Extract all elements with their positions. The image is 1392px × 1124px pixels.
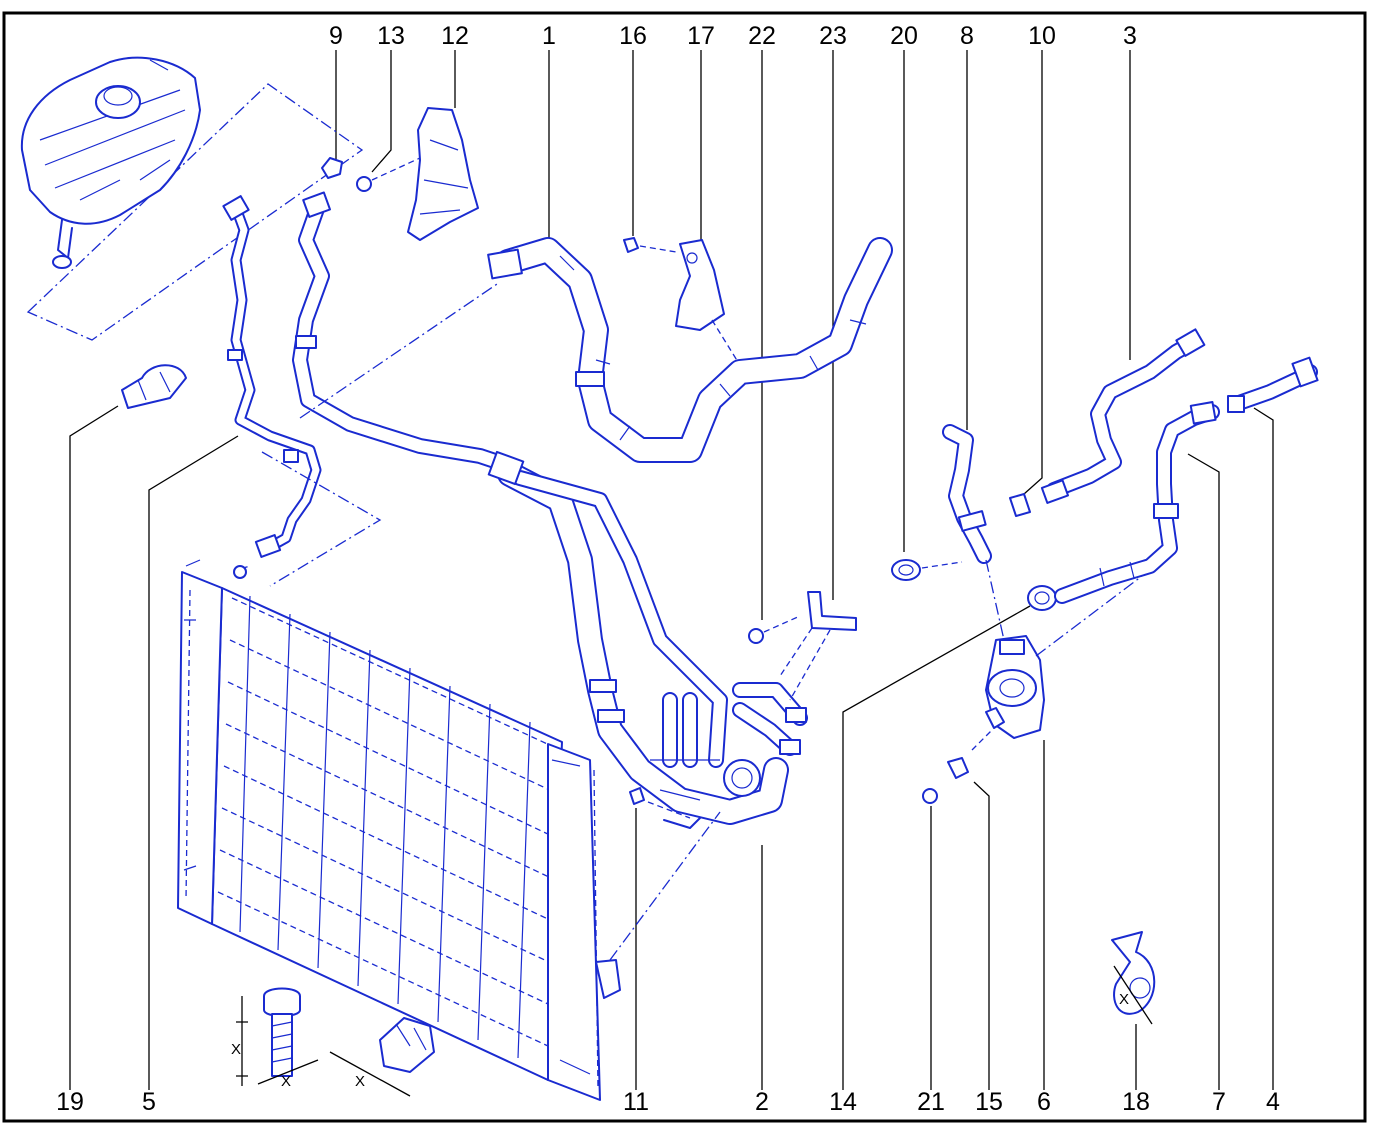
- clamp-x-mark: X: [1119, 991, 1129, 1008]
- hose-7: [1054, 401, 1220, 604]
- callout-21: 21: [917, 1088, 945, 1116]
- clip-9: [321, 157, 343, 179]
- leader-15: [973, 781, 990, 1090]
- bolt-21: [922, 788, 938, 804]
- bracket-23: [779, 591, 857, 701]
- callout-15: 15: [975, 1088, 1003, 1116]
- callout-12: 12: [441, 22, 469, 50]
- callout-8: 8: [960, 22, 974, 50]
- leader-10: [1023, 50, 1043, 495]
- clip-16: [623, 237, 677, 253]
- diagram-frame: [2, 11, 1367, 1123]
- bottom-callouts: 19 5 11 2 14 21 15 6 18 7 4: [56, 1088, 1280, 1116]
- callout-6: 6: [1037, 1088, 1051, 1116]
- leader-4: [1253, 407, 1274, 1090]
- connector-4: [1227, 356, 1319, 413]
- bracket-17: [675, 239, 739, 363]
- leader-5: [148, 435, 239, 1090]
- pump-6: [971, 569, 1151, 751]
- bolt-dimension-detail: X X: [231, 987, 319, 1090]
- callout-5: 5: [142, 1088, 156, 1116]
- leader-19: [69, 405, 119, 1090]
- callout-20: 20: [890, 22, 918, 50]
- hose-2-assembly: [487, 450, 808, 825]
- bolt-x-horizontal: X: [281, 1073, 291, 1090]
- clamp-20: [891, 559, 963, 581]
- leader-13: [371, 50, 392, 173]
- callout-16: 16: [619, 22, 647, 50]
- hose-3: [1040, 328, 1206, 504]
- leader-14: [842, 605, 1031, 1090]
- clamp-18-detail: X: [1111, 931, 1156, 1025]
- callout-17: 17: [687, 22, 715, 50]
- callout-14: 14: [829, 1088, 857, 1116]
- clip-11: [629, 787, 701, 829]
- leader-lines: [69, 50, 1274, 1090]
- callout-4: 4: [1266, 1088, 1280, 1116]
- callout-1: 1: [542, 22, 556, 50]
- callout-13: 13: [377, 22, 405, 50]
- callout-2: 2: [755, 1088, 769, 1116]
- assembly-lines: [233, 281, 501, 587]
- callout-19: 19: [56, 1088, 84, 1116]
- leader-7: [1187, 453, 1220, 1090]
- bolt-x-vertical: X: [231, 1041, 241, 1058]
- callout-11: 11: [623, 1088, 649, 1116]
- callout-18: 18: [1122, 1088, 1150, 1116]
- bolt-13: [356, 157, 421, 192]
- hose-5: [222, 195, 322, 558]
- clip-x-mark: X: [355, 1073, 365, 1090]
- clip-15: [947, 757, 969, 779]
- callout-9: 9: [329, 22, 343, 50]
- callout-22: 22: [748, 22, 776, 50]
- callout-10: 10: [1028, 22, 1056, 50]
- tank-outline-box: [26, 83, 364, 341]
- hose-1: [487, 237, 893, 463]
- expansion-tank: [20, 56, 364, 341]
- bracket-12: [407, 107, 479, 241]
- radiator: [177, 559, 721, 1101]
- bracket-19: [121, 364, 187, 409]
- clamp-10: [1009, 493, 1031, 517]
- clamp-14: [1027, 585, 1057, 611]
- hose-8: [942, 424, 1005, 641]
- hose-main-left: [292, 191, 518, 474]
- callout-23: 23: [819, 22, 847, 50]
- top-callouts: 9 13 12 1 16 17 22 23 20 8 10 3: [329, 22, 1137, 50]
- clip-dimension-detail: X: [329, 1017, 435, 1097]
- callout-3: 3: [1123, 22, 1137, 50]
- callout-7: 7: [1212, 1088, 1226, 1116]
- bolt-22: [748, 615, 801, 644]
